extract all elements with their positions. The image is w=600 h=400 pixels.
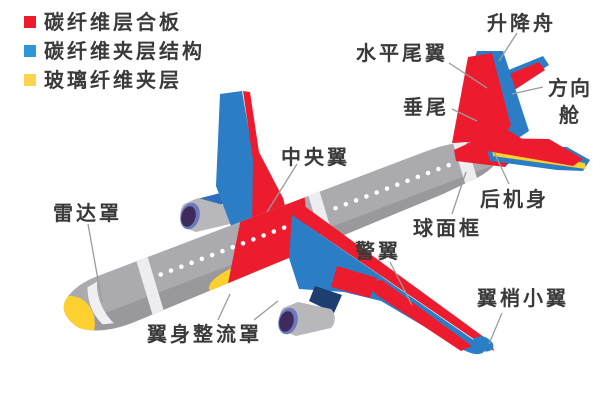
legend-swatch-red (24, 16, 36, 28)
far-engine (180, 191, 233, 232)
legend-label: 碳纤维夹层结构 (44, 39, 205, 63)
legend-label: 玻璃纤维夹层 (44, 68, 182, 92)
callout-vertical-tail: 垂尾 (403, 95, 449, 119)
near-wing-leading-edge (289, 205, 494, 351)
legend-label: 碳纤维层合板 (44, 10, 182, 34)
callout-rudder: 方向舱 (548, 76, 592, 127)
legend-item-carbon-sandwich: 碳纤维夹层结构 (24, 40, 205, 62)
leader-horizontal-stabilizer (448, 62, 488, 89)
legend: 碳纤维层合板 碳纤维夹层结构 玻璃纤维夹层 (24, 11, 205, 91)
leader-spherical-bulkhead (451, 171, 467, 215)
leader-wing-body-fairing-1 (217, 293, 231, 321)
legend-item-carbon-laminate: 碳纤维层合板 (24, 11, 205, 33)
tail-near (454, 127, 590, 171)
center-wing-box (227, 197, 310, 287)
legend-swatch-yellow (24, 74, 36, 86)
far-wing-trailing-edge (243, 91, 288, 228)
leader-vertical-tail (451, 108, 478, 122)
far-engine-inlet (181, 206, 196, 227)
near-engine (278, 286, 342, 336)
legend-item-glass-sandwich: 玻璃纤维夹层 (24, 69, 205, 91)
cockpit-marking (87, 281, 115, 325)
near-wing-trailing-edge (363, 280, 472, 351)
near-stabilizer (482, 138, 583, 166)
leader-radome (87, 223, 103, 303)
leader-wing-body-fairing-2 (253, 300, 279, 321)
leader-rear-fuselage (493, 151, 510, 185)
leader-winglet (488, 312, 503, 345)
leader-elevator (498, 32, 518, 62)
legend-swatch-blue (24, 45, 36, 57)
near-wing (289, 205, 494, 355)
callout-center-wing: 中央翼 (281, 145, 350, 169)
flap-marking (331, 266, 377, 298)
winglet-shape (470, 336, 494, 352)
callout-radome: 雷达罩 (53, 201, 122, 225)
callout-winglet: 翼梢小翼 (477, 286, 569, 310)
near-engine-pylon (309, 286, 342, 313)
leader-lines (87, 32, 544, 345)
leader-flap (389, 261, 413, 306)
callout-wing-body-fairing: 翼身整流罩 (147, 322, 262, 346)
door-band-front (136, 257, 164, 316)
callout-spherical-bulkhead: 球面框 (413, 216, 482, 240)
callout-elevator: 升降舟 (487, 11, 556, 35)
tail-far (452, 51, 549, 143)
leader-center-wing (266, 163, 298, 213)
callout-rear-fuselage: 后机身 (480, 187, 549, 211)
far-wing (216, 91, 288, 234)
vertical-fin (452, 53, 511, 143)
callout-horizontal-stabilizer: 水平尾翼 (356, 41, 448, 65)
leader-rudder (511, 86, 544, 95)
near-engine-inlet (279, 311, 294, 332)
callout-flap: 警翼 (355, 239, 401, 263)
